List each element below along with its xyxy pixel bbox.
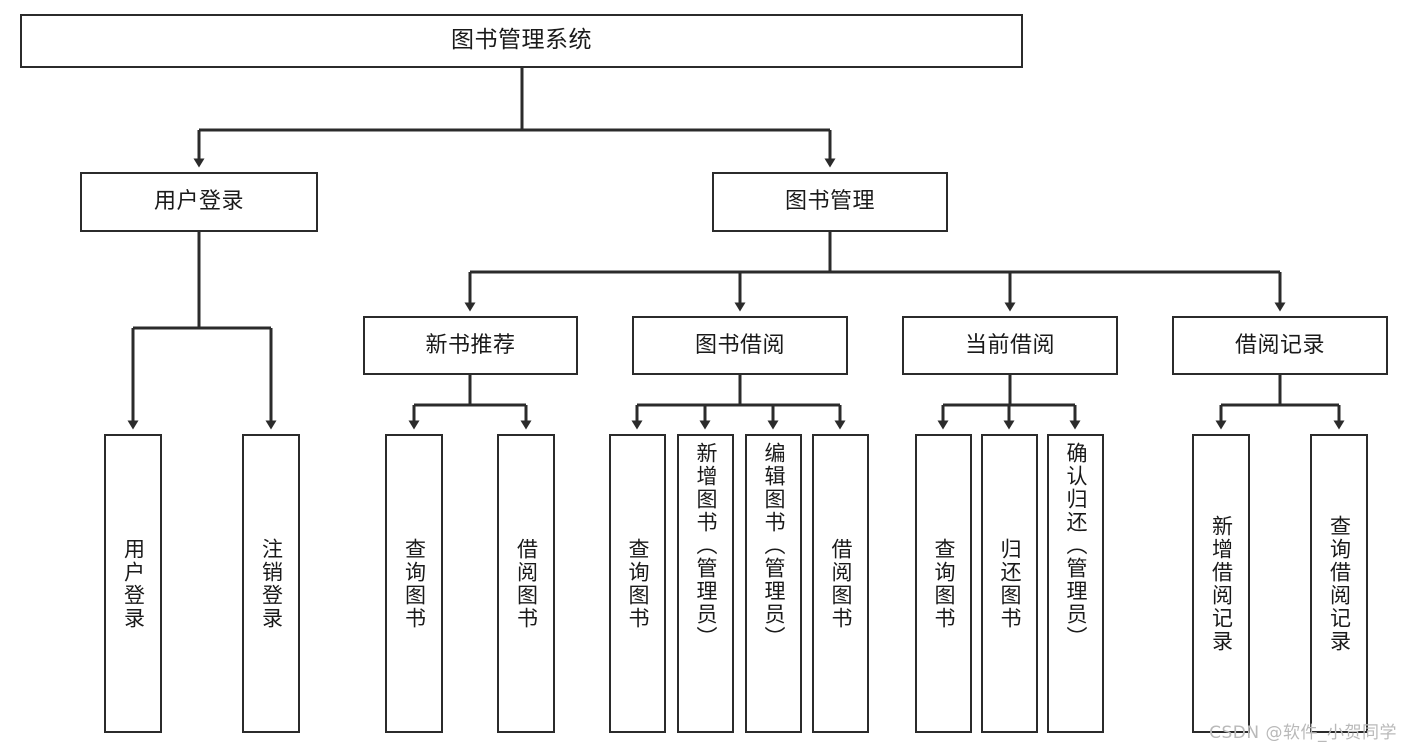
- node-label: 当前借阅: [964, 332, 1055, 358]
- node-label: 借阅图书: [829, 537, 853, 630]
- node-label: 图书管理系统: [451, 27, 592, 54]
- leaf-borrow-book[interactable]: 借阅图书: [812, 434, 869, 733]
- node-label: 确认归还（管理员）: [1064, 442, 1088, 649]
- node-user-login[interactable]: 用户登录: [80, 172, 318, 232]
- node-label: 用户登录: [153, 189, 244, 215]
- node-label: 查询图书: [402, 537, 427, 630]
- leaf-return-book[interactable]: 归还图书: [981, 434, 1038, 733]
- leaf-query-book-borrow[interactable]: 查询图书: [609, 434, 666, 733]
- node-book-borrow[interactable]: 图书借阅: [632, 316, 848, 375]
- leaf-query-borrow-record[interactable]: 查询借阅记录: [1310, 434, 1368, 733]
- node-label: 图书借阅: [694, 332, 785, 358]
- node-borrow-record[interactable]: 借阅记录: [1172, 316, 1388, 375]
- node-label: 新增图书（管理员）: [694, 442, 718, 649]
- node-label: 查询借阅记录: [1327, 514, 1352, 653]
- leaf-query-book-current[interactable]: 查询图书: [915, 434, 972, 733]
- node-label: 图书管理: [784, 189, 875, 215]
- node-label: 归还图书: [998, 537, 1022, 630]
- node-label: 编辑图书（管理员）: [762, 442, 786, 649]
- node-label: 注销登录: [259, 537, 284, 630]
- node-root-system[interactable]: 图书管理系统: [20, 14, 1023, 68]
- leaf-user-login[interactable]: 用户登录: [104, 434, 162, 733]
- node-label: 新增借阅记录: [1209, 514, 1234, 653]
- leaf-edit-book[interactable]: 编辑图书（管理员）: [745, 434, 802, 733]
- leaf-query-book-recommend[interactable]: 查询图书: [385, 434, 443, 733]
- node-current-borrow[interactable]: 当前借阅: [902, 316, 1118, 375]
- leaf-borrow-book-recommend[interactable]: 借阅图书: [497, 434, 555, 733]
- leaf-add-borrow-record[interactable]: 新增借阅记录: [1192, 434, 1250, 733]
- node-new-book-recommend[interactable]: 新书推荐: [363, 316, 578, 375]
- leaf-add-book[interactable]: 新增图书（管理员）: [677, 434, 734, 733]
- node-label: 查询图书: [932, 537, 956, 630]
- node-label: 借阅图书: [514, 537, 539, 630]
- leaf-confirm-return[interactable]: 确认归还（管理员）: [1047, 434, 1104, 733]
- node-book-manage[interactable]: 图书管理: [712, 172, 948, 232]
- node-label: 查询图书: [626, 537, 650, 630]
- node-label: 用户登录: [121, 537, 146, 630]
- node-label: 借阅记录: [1234, 332, 1325, 358]
- node-label: 新书推荐: [425, 332, 516, 358]
- leaf-logout[interactable]: 注销登录: [242, 434, 300, 733]
